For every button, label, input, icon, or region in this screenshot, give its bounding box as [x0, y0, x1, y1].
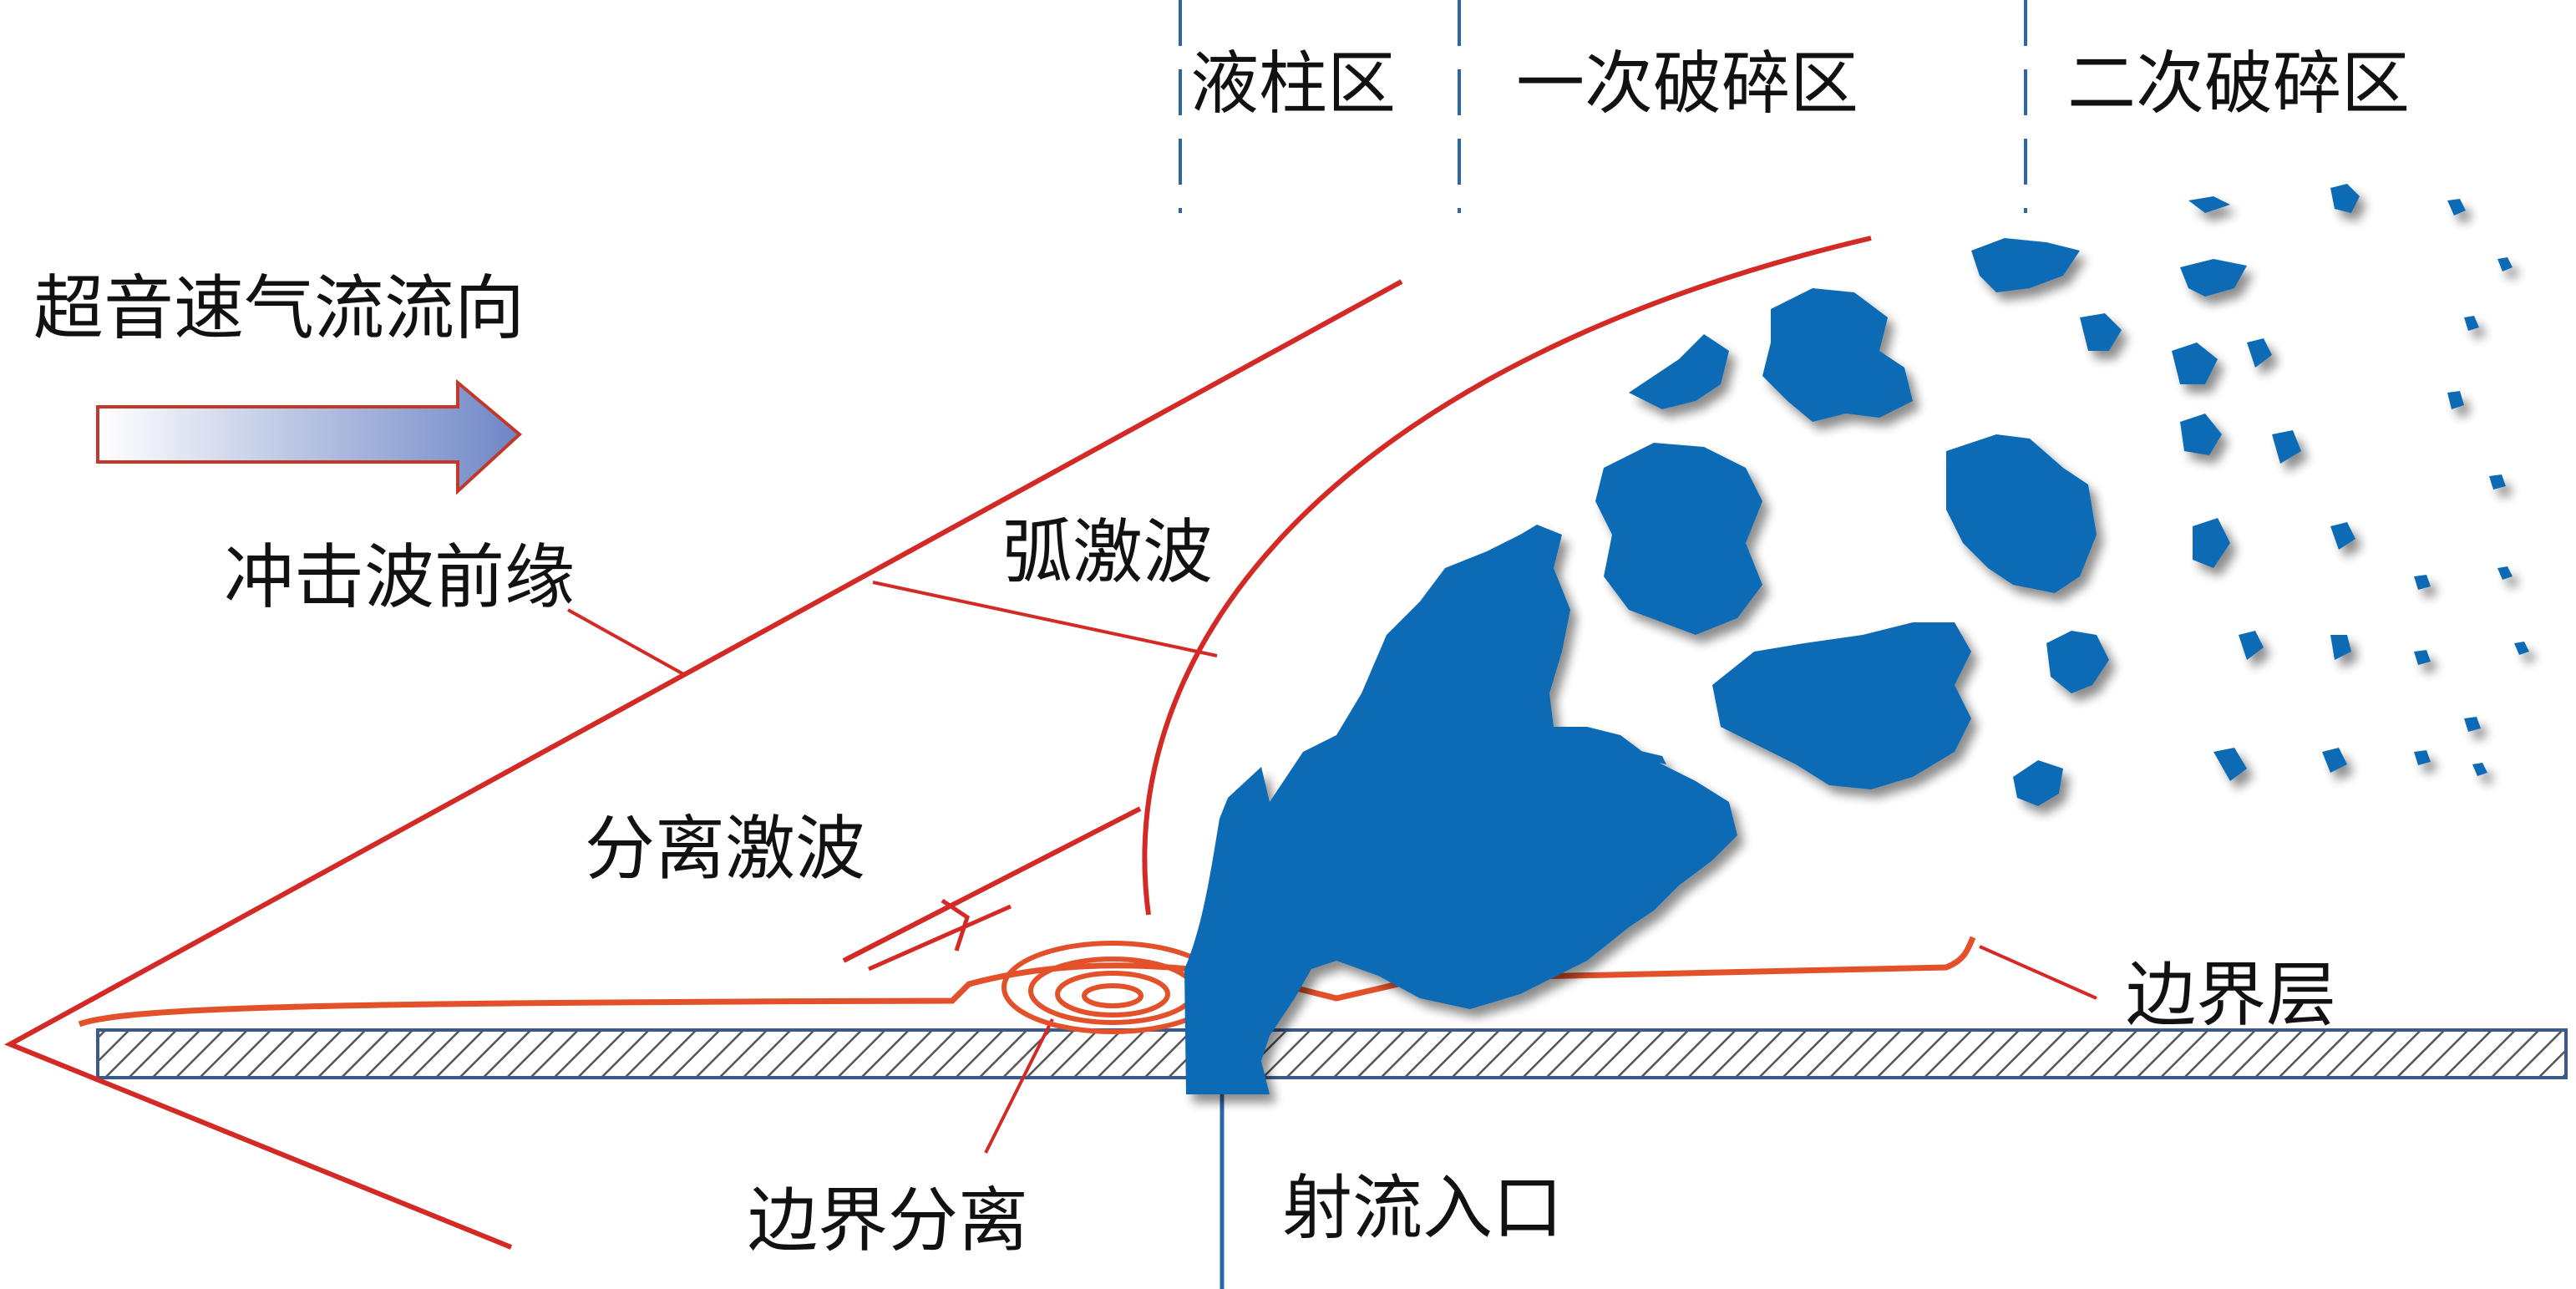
liquid-fragment	[2489, 474, 2506, 490]
liquid-fragment	[2514, 642, 2529, 655]
liquid-streak	[1537, 727, 1666, 764]
shock-front-line	[4, 279, 1403, 1250]
separation-shock-chevron	[941, 898, 970, 952]
liquid-fragment	[2247, 338, 2272, 368]
shock-front-leader	[567, 608, 686, 677]
liquid-fragment	[2464, 316, 2479, 331]
boundary-layer-label: 边界层	[2126, 954, 2336, 1036]
liquid-fragment	[2172, 343, 2218, 384]
liquid-fragment	[2180, 414, 2222, 455]
liquid-fragment	[2330, 184, 2360, 213]
liquid-fragment	[2414, 650, 2431, 665]
liquid-fragment	[2272, 430, 2301, 464]
liquid-fragment	[1712, 622, 1971, 789]
liquid-fragment	[2188, 196, 2230, 213]
liquid-fragment	[2497, 257, 2513, 272]
liquid-fragment	[2497, 566, 2513, 580]
liquid-fragment	[1971, 238, 2080, 292]
zone-liquid-column-label: 液柱区	[1190, 44, 1396, 124]
liquid-fragment	[2447, 199, 2466, 216]
liquid-fragment	[1762, 288, 1913, 422]
flow-direction-label: 超音速气流流向	[33, 267, 525, 349]
flow-direction-arrow	[96, 378, 523, 495]
liquid-fragment	[2193, 518, 2230, 568]
liquid-fragment	[1595, 443, 1762, 635]
liquid-fragment	[2322, 748, 2347, 773]
liquid-fragment	[1629, 334, 1729, 409]
boundary-separation-label: 边界分离	[748, 1180, 1028, 1261]
liquid-fragment	[2046, 631, 2109, 693]
liquid-fragment	[2414, 750, 2431, 765]
liquid-fragment	[2239, 631, 2264, 660]
bow-shock-label: 弧激波	[1002, 511, 1213, 593]
zone-secondary-breakup-label: 二次破碎区	[2067, 44, 2410, 124]
liquid-fragment	[2180, 259, 2247, 297]
liquid-fragment	[2080, 313, 2122, 351]
liquid-jet	[1184, 184, 2529, 1094]
bow-shock-leader	[872, 581, 1218, 657]
boundary-separation-leader	[984, 1018, 1054, 1154]
separation-shock-label: 分离激波	[585, 808, 865, 890]
zone-primary-breakup-label: 一次破碎区	[1516, 44, 1858, 124]
liquid-fragment	[2464, 717, 2481, 732]
liquid-fragment	[2330, 522, 2355, 550]
wall-plate	[96, 1028, 2568, 1079]
shock-front-label: 冲击波前缘	[224, 536, 575, 618]
liquid-fragment	[2213, 748, 2247, 781]
bow-shock-line	[1142, 236, 1872, 916]
boundary-layer-leader	[1979, 945, 2097, 1000]
liquid-fragment	[2330, 635, 2351, 660]
liquid-fragment	[2414, 575, 2431, 590]
separation-shock-line	[842, 806, 1142, 963]
jet-inlet-label: 射流入口	[1282, 1167, 1563, 1249]
boundary-layer-line	[78, 936, 1976, 1028]
liquid-fragment	[2472, 763, 2487, 776]
liquid-fragment	[2447, 391, 2464, 409]
liquid-fragment	[1946, 434, 2097, 593]
shock-lines	[4, 236, 2097, 1250]
separation-shock-line-2	[867, 904, 1012, 972]
liquid-column	[1184, 525, 1737, 1094]
zone-dividers	[1179, 0, 2027, 213]
liquid-fragment	[2013, 760, 2063, 806]
